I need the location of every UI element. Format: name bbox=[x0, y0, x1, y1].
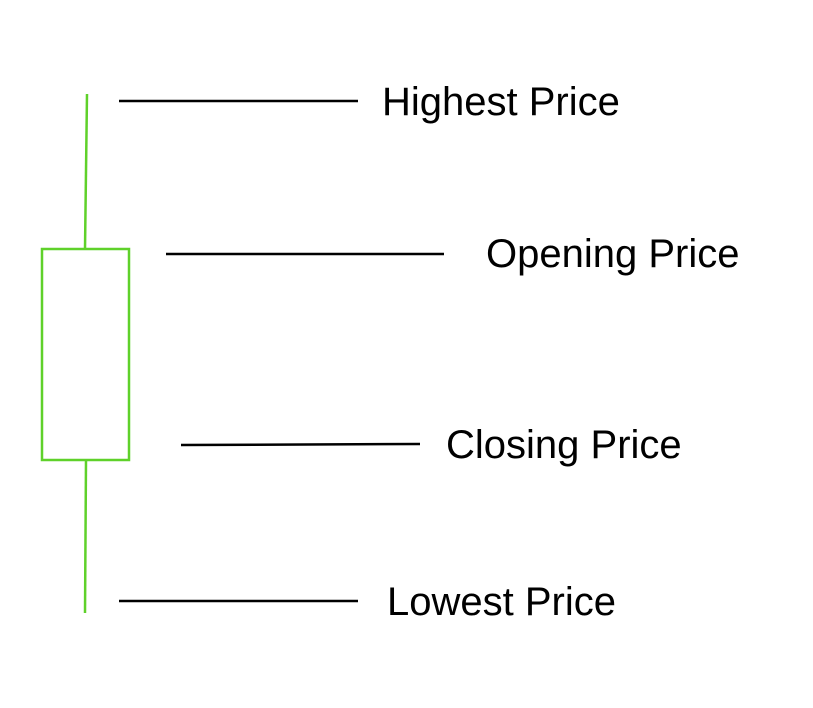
closing-price-line bbox=[180, 442, 421, 447]
upper-wick bbox=[83, 93, 89, 250]
lower-wick bbox=[83, 459, 88, 614]
closing-price-label: Closing Price bbox=[446, 423, 682, 467]
candle-body bbox=[40, 247, 131, 462]
highest-price-label: Highest Price bbox=[382, 80, 620, 124]
opening-price-label: Opening Price bbox=[486, 232, 740, 276]
lowest-price-label: Lowest Price bbox=[387, 580, 616, 624]
